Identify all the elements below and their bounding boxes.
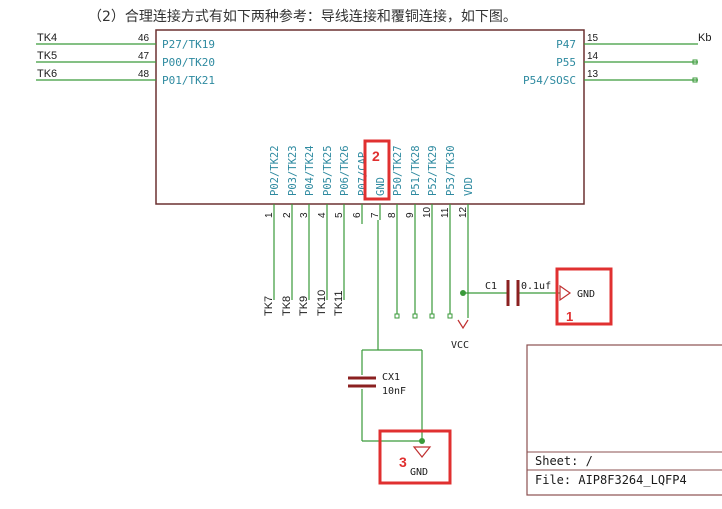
callout-2: 2 (363, 139, 391, 201)
cx1-network: CX1 10nF GND (348, 220, 432, 478)
gnd-symbol-cx1 (412, 446, 432, 458)
ic-body (155, 29, 585, 205)
pin-name: P04/TK24 (304, 145, 316, 196)
junction-dot (419, 438, 425, 444)
vcc-label: VCC (451, 340, 469, 351)
pin-number: 7 (370, 212, 381, 218)
cx1-ref: CX1 (382, 372, 400, 383)
junction-dot (460, 290, 466, 296)
figure-caption: （2）合理连接方式有如下两种参考：导线连接和覆铜连接，如下图。 (88, 9, 517, 25)
pin-name: P00/TK20 (162, 56, 215, 69)
no-connect-marker (692, 77, 698, 83)
net-label: TK10 (316, 290, 328, 316)
no-connect-marker (429, 313, 435, 319)
net-label: TK5 (37, 50, 57, 62)
c1-gnd-label: GND (577, 289, 595, 300)
svg-text:2: 2 (372, 148, 380, 164)
cx1-gnd-label: GND (410, 467, 428, 478)
c1-ref: C1 (485, 281, 497, 292)
net-label: TK6 (37, 68, 57, 80)
pin-number: 13 (587, 69, 599, 80)
pin-number: 3 (299, 212, 310, 218)
left-pin-46: TK4 46 P27/TK19 (36, 32, 215, 51)
callout-1: 1 (555, 267, 613, 326)
callout-3: 3 (378, 429, 452, 485)
bottom-pin-11: P53/TK30 11 (440, 145, 457, 319)
no-connect-marker (447, 313, 453, 319)
left-pin-48: TK6 48 P01/TK21 (36, 68, 215, 87)
bottom-pin-12: VDD 12 (458, 177, 475, 318)
pin-name: P02/TK22 (269, 145, 281, 196)
c1-network: C1 0.1uf GND VCC (451, 280, 595, 351)
net-label: TK9 (298, 296, 310, 316)
pin-name: P01/TK21 (162, 74, 215, 87)
svg-text:3: 3 (399, 454, 407, 470)
no-connect-marker (394, 313, 400, 319)
bottom-pin-9: P51/TK28 9 (405, 145, 422, 319)
vcc-arrow (457, 319, 469, 330)
pin-number: 47 (138, 51, 150, 62)
pin-number: 10 (422, 206, 433, 218)
pin-name: P05/TK25 (322, 145, 334, 196)
right-pin-15: Kb 15 P47 (556, 32, 711, 51)
bottom-pin-10: P52/TK29 10 (422, 145, 439, 319)
right-pins: Kb 15 P47 14 P55 13 P54/SOSC (523, 32, 711, 87)
pin-number: 4 (317, 212, 328, 218)
pin-name: VDD (463, 177, 475, 196)
pin-number: 12 (458, 206, 469, 218)
pin-name: P51/TK28 (410, 145, 422, 196)
net-label: TK11 (333, 291, 345, 316)
pin-name: P06/TK26 (339, 145, 351, 196)
right-pin-14: 14 P55 (556, 51, 698, 69)
net-label: Kb (698, 32, 711, 44)
pin-name: P50/TK27 (392, 145, 404, 196)
pin-name: P55 (556, 56, 576, 69)
pin-name: P54/SOSC (523, 74, 576, 87)
net-label: TK4 (37, 32, 57, 44)
sheet-line: Sheet: / (535, 454, 593, 468)
left-pin-47: TK5 47 P00/TK20 (36, 50, 215, 69)
net-label: TK7 (263, 296, 275, 316)
pin-name: P53/TK30 (445, 145, 457, 196)
pin-number: 48 (138, 69, 150, 80)
pin-number: 1 (264, 212, 275, 218)
pin-number: 9 (405, 212, 416, 218)
pin-number: 15 (587, 33, 599, 44)
net-label: TK8 (281, 296, 293, 316)
pin-number: 46 (138, 33, 150, 44)
no-connect-marker (692, 59, 698, 65)
pin-number: 11 (440, 207, 451, 218)
pin-number: 2 (282, 212, 293, 218)
file-line: File: AIP8F3264_LQFP4 (535, 473, 687, 487)
bottom-pin-7: GND 7 (370, 177, 387, 220)
gnd-symbol-c1 (559, 284, 572, 302)
cx1-value: 10nF (382, 386, 406, 397)
pin-name: P07/CAP (357, 152, 369, 196)
pin-name: P27/TK19 (162, 38, 215, 51)
pin-number: 6 (352, 212, 363, 218)
pin-name: P47 (556, 38, 576, 51)
svg-text:1: 1 (566, 309, 573, 324)
no-connect-marker (412, 313, 418, 319)
c1-value: 0.1uf (521, 281, 551, 292)
pin-number: 5 (334, 212, 345, 218)
pin-name: GND (375, 177, 387, 196)
pin-name: P52/TK29 (427, 145, 439, 196)
bottom-pin-8: P50/TK27 8 (387, 145, 404, 319)
sheet-block: Sheet: / File: AIP8F3264_LQFP4 (526, 344, 722, 496)
pin-name: P03/TK23 (287, 145, 299, 196)
pin-number: 14 (587, 51, 599, 62)
pin-number: 8 (387, 212, 398, 218)
right-pin-13: 13 P54/SOSC (523, 69, 698, 87)
